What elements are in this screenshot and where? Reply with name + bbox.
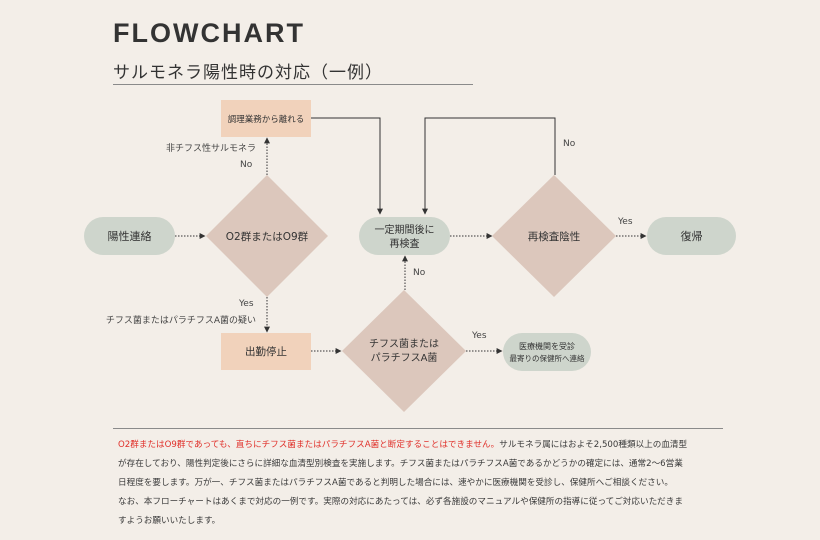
return-label: 復帰: [681, 230, 703, 243]
yes-label-o2o9: Yes: [238, 299, 254, 309]
yes-label-negative: Yes: [617, 217, 633, 227]
recheck-negative-label: 再検査陰性: [528, 230, 581, 243]
recheck-negative-decision: [492, 175, 616, 297]
o2o9-label: O2群またはO9群: [226, 230, 309, 243]
suspend-work-node: [221, 333, 311, 370]
note-line-3: 日程度を要します。万が一、チフス菌またはパラチフスA菌であると判明した場合には、…: [118, 478, 673, 488]
page-subtitle: サルモネラ陽性時の対応（一例）: [113, 63, 383, 83]
hospital-label-2: 最寄りの保健所へ連絡: [510, 353, 585, 363]
leave-cooking-node: [221, 100, 311, 137]
leave-cooking-label: 調理業務から離れる: [228, 114, 305, 125]
yes-label-typhoid: Yes: [471, 331, 487, 341]
o2o9-decision: [206, 175, 328, 297]
note-line-1-rest: サルモネラ属にはおよそ2,500種類以上の血清型: [499, 440, 688, 450]
no-label-negative: No: [563, 139, 576, 149]
edge-negative-no-loop: [422, 117, 556, 215]
non-typhoid-label: 非チフス性サルモネラ: [166, 142, 256, 154]
note-line-2: が存在しており、陽性判定後にさらに詳細な血清型別検査を実施します。チフス菌または…: [118, 459, 683, 469]
no-label-typhoid: No: [413, 268, 426, 278]
page-title: FLOWCHART: [113, 18, 305, 48]
title-divider: [113, 84, 473, 85]
note-line-4: なお、本フローチャートはあくまで対応の一例です。実際の対応にあたっては、必ず各施…: [118, 497, 683, 507]
positive-contact-label: 陽性連絡: [108, 229, 152, 243]
typhoid-decision: [342, 290, 466, 412]
note-divider: [113, 428, 723, 429]
typhoid-label-1: チフス菌または: [369, 338, 439, 350]
edge-leave-to-recheck: [311, 117, 383, 215]
no-label-o2o9: No: [240, 160, 253, 170]
hospital-label-1: 医療機関を受診: [519, 341, 575, 351]
wait-recheck-label-1: 一定期間後に: [375, 223, 435, 236]
positive-contact-node: [84, 217, 175, 255]
note-line-1: O2群またはO9群であっても、直ちにチフス菌またはパラチフスA菌と断定することは…: [118, 436, 718, 455]
return-node: [647, 217, 736, 255]
note-warning: O2群またはO9群であっても、直ちにチフス菌またはパラチフスA菌と断定することは…: [118, 440, 500, 450]
hospital-node: [503, 333, 591, 371]
wait-recheck-label-2: 再検査: [390, 237, 420, 250]
note-text: O2群またはO9群であっても、直ちにチフス菌またはパラチフスA菌と断定することは…: [118, 436, 718, 531]
note-line-5: すようお願いいたします。: [118, 516, 221, 526]
wait-recheck-node: [359, 217, 450, 255]
typhoid-suspect-label: チフス菌またはパラチフスA菌の疑い: [106, 314, 256, 326]
typhoid-label-2: パラチフスA菌: [371, 352, 438, 364]
connectors: [175, 117, 647, 354]
suspend-work-label: 出勤停止: [245, 345, 287, 358]
